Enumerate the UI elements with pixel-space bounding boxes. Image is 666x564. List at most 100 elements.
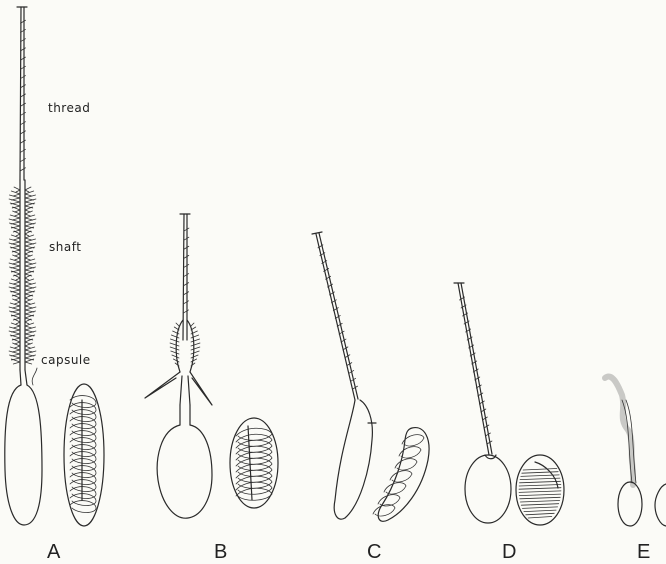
shaft-spine	[11, 191, 20, 194]
coiled-thread	[70, 487, 96, 499]
shaft-spine	[25, 279, 34, 282]
thread-barb	[184, 255, 189, 258]
shaft-spine	[171, 351, 179, 354]
shaft-spine	[191, 335, 199, 338]
shaft-spine	[25, 315, 34, 318]
panel-d-everted-nematocyst	[454, 283, 511, 523]
shaft-spine	[12, 350, 20, 352]
shaft-spine	[13, 339, 20, 342]
coiled-thread	[522, 507, 557, 509]
shaft-spine	[176, 323, 179, 326]
coiled-thread	[519, 494, 560, 496]
shaft-spine	[25, 271, 34, 274]
coiled-thread	[70, 459, 96, 471]
shaft-spine	[25, 342, 30, 344]
shaft-spine	[11, 235, 20, 238]
shaft-spine	[13, 251, 20, 254]
shaft-spine	[14, 319, 20, 322]
shaft-spine	[12, 262, 20, 264]
shaft-spine	[11, 271, 20, 274]
panel-label-a: A	[47, 541, 61, 563]
coiled-thread	[70, 431, 96, 443]
thread-label: thread	[48, 101, 90, 115]
shaft-spine	[191, 351, 199, 354]
shaft-spine	[15, 254, 20, 256]
coiled-thread	[520, 497, 561, 499]
shaft-spine	[25, 191, 34, 194]
thread-barb	[21, 76, 26, 79]
panel-e-undischarged-capsule	[655, 484, 666, 526]
shaft-spine	[13, 362, 20, 364]
coiled-thread	[384, 483, 406, 494]
shaft-spine	[25, 302, 30, 304]
coiled-thread	[70, 494, 96, 506]
shaft-spine	[25, 218, 33, 220]
shaft-spine	[25, 298, 30, 300]
shaft-spine	[11, 359, 20, 362]
coiled-thread	[70, 452, 96, 464]
shaft-spine	[171, 335, 179, 338]
panel-b-undischarged-capsule	[230, 418, 278, 508]
coiled-thread	[519, 485, 561, 487]
panel-a-undischarged-capsule	[64, 384, 104, 526]
panel-c-everted-nematocyst	[312, 232, 376, 519]
shaft-spine	[25, 235, 34, 238]
shaft-spine	[11, 315, 20, 318]
coiled-thread	[519, 491, 561, 493]
coiled-thread	[520, 501, 559, 503]
coiled-thread	[523, 469, 557, 471]
shaft-spine	[25, 319, 31, 322]
shaft-spine	[13, 194, 20, 196]
panel-e-nematocyst	[605, 376, 642, 526]
coiled-thread	[522, 472, 558, 474]
coiled-thread	[519, 481, 560, 483]
thread-barb	[184, 274, 189, 277]
shaft-spine	[25, 323, 34, 326]
shaft-spine	[11, 227, 20, 230]
thread-barb	[21, 94, 26, 97]
shaft-spine	[15, 302, 20, 304]
coiled-thread	[521, 504, 558, 506]
shaft-spine	[12, 218, 20, 220]
shaft-spine	[25, 254, 30, 256]
shaft-spine	[191, 359, 197, 362]
shaft-spine	[25, 194, 32, 196]
coiled-thread	[390, 471, 412, 482]
shaft-spine	[13, 207, 20, 210]
shaft-spine	[13, 238, 20, 240]
thread-barb	[184, 292, 189, 295]
capsule-label: capsule	[41, 353, 91, 367]
coiled-thread	[70, 438, 96, 450]
shaft-spine	[13, 326, 20, 328]
shaft-spine	[25, 350, 33, 352]
panel-b-everted-nematocyst	[145, 214, 212, 518]
shaft-spine	[25, 207, 32, 210]
shaft-spine	[25, 210, 30, 212]
shaft-spine	[25, 346, 30, 348]
shaft-spine	[14, 275, 20, 278]
panel-label-d: D	[502, 541, 516, 563]
shaft-spine	[15, 298, 20, 300]
coiled-thread	[70, 403, 96, 415]
thread-barb	[184, 283, 189, 286]
coiled-thread	[519, 488, 561, 490]
shaft-spine	[25, 238, 32, 240]
thread-barb	[21, 149, 26, 152]
shaft-spine	[13, 295, 20, 298]
thread-barb	[184, 310, 189, 313]
shaft-spine	[15, 258, 20, 260]
panel-c-undischarged-capsule	[373, 428, 429, 522]
shaft-spine	[25, 275, 31, 278]
panel-a-everted-nematocyst	[5, 7, 42, 525]
shaft-spine	[25, 306, 33, 308]
thread-barb	[21, 140, 26, 143]
coiled-thread	[524, 510, 556, 512]
shaft-spine	[12, 306, 20, 308]
thread-barb	[21, 103, 26, 106]
shaft-spine	[14, 231, 20, 234]
shaft-spine	[25, 262, 33, 264]
panel-label-b: B	[214, 541, 227, 563]
coiled-thread	[70, 473, 96, 485]
panel-label-e: E	[637, 541, 650, 563]
